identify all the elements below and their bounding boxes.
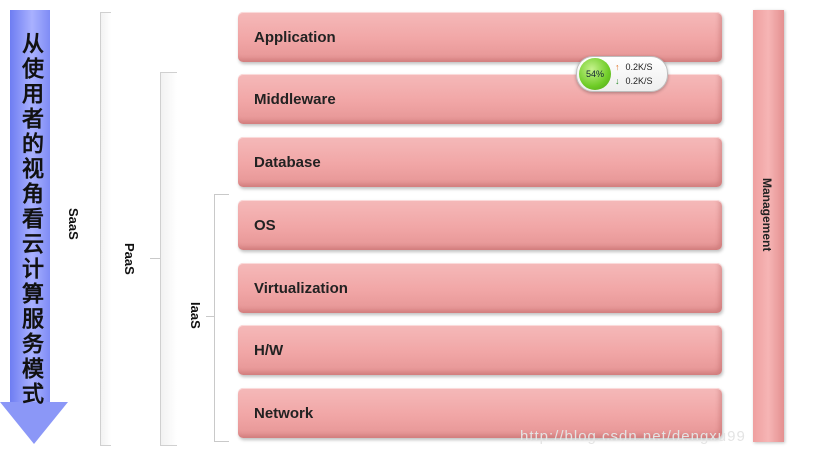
paas-label: PaaS — [122, 243, 137, 275]
layer-os: OS — [238, 200, 722, 250]
iaas-bracket — [214, 194, 229, 442]
layer-hw: H/W — [238, 325, 722, 375]
paas-bracket — [160, 72, 177, 446]
saas-bracket — [100, 12, 111, 446]
management-label: Management — [760, 178, 774, 252]
iaas-label: IaaS — [188, 302, 203, 329]
usage-percent-badge: 54% — [579, 58, 611, 90]
arrow-shaft — [10, 10, 50, 402]
download-rate-value: 0.2K/S — [625, 76, 653, 86]
layer-label: Middleware — [254, 91, 336, 108]
layer-label: Database — [254, 154, 321, 171]
layer-label: H/W — [254, 342, 284, 359]
upload-arrow-icon: ↑ — [615, 62, 620, 72]
layer-label: Virtualization — [254, 280, 348, 297]
layer-label: Application — [254, 29, 336, 46]
layer-label: OS — [254, 217, 276, 234]
upload-rate-value: 0.2K/S — [625, 62, 653, 72]
download-rate: ↓ 0.2K/S — [615, 75, 653, 87]
download-arrow-icon: ↓ — [615, 76, 620, 86]
user-perspective-arrow: 从使用者的视角看云计算服务模式 — [0, 10, 70, 450]
layer-database: Database — [238, 137, 722, 187]
layer-label: Network — [254, 405, 314, 422]
arrow-caption: 从使用者的视角看云计算服务模式 — [18, 32, 43, 407]
saas-label: SaaS — [66, 208, 81, 240]
watermark: http://blog.csdn.net/dengxu99 — [520, 428, 746, 445]
layer-application: Application — [238, 12, 722, 62]
layer-network: Network — [238, 388, 722, 438]
arrow-head — [0, 402, 68, 444]
upload-rate: ↑ 0.2K/S — [615, 61, 653, 73]
iaas-bracket-tick — [206, 316, 214, 317]
paas-bracket-tick — [150, 258, 160, 259]
management-column: Management — [753, 10, 784, 442]
layer-virtualization: Virtualization — [238, 263, 722, 313]
network-speed-widget[interactable]: 54% ↑ 0.2K/S ↓ 0.2K/S — [576, 56, 668, 92]
